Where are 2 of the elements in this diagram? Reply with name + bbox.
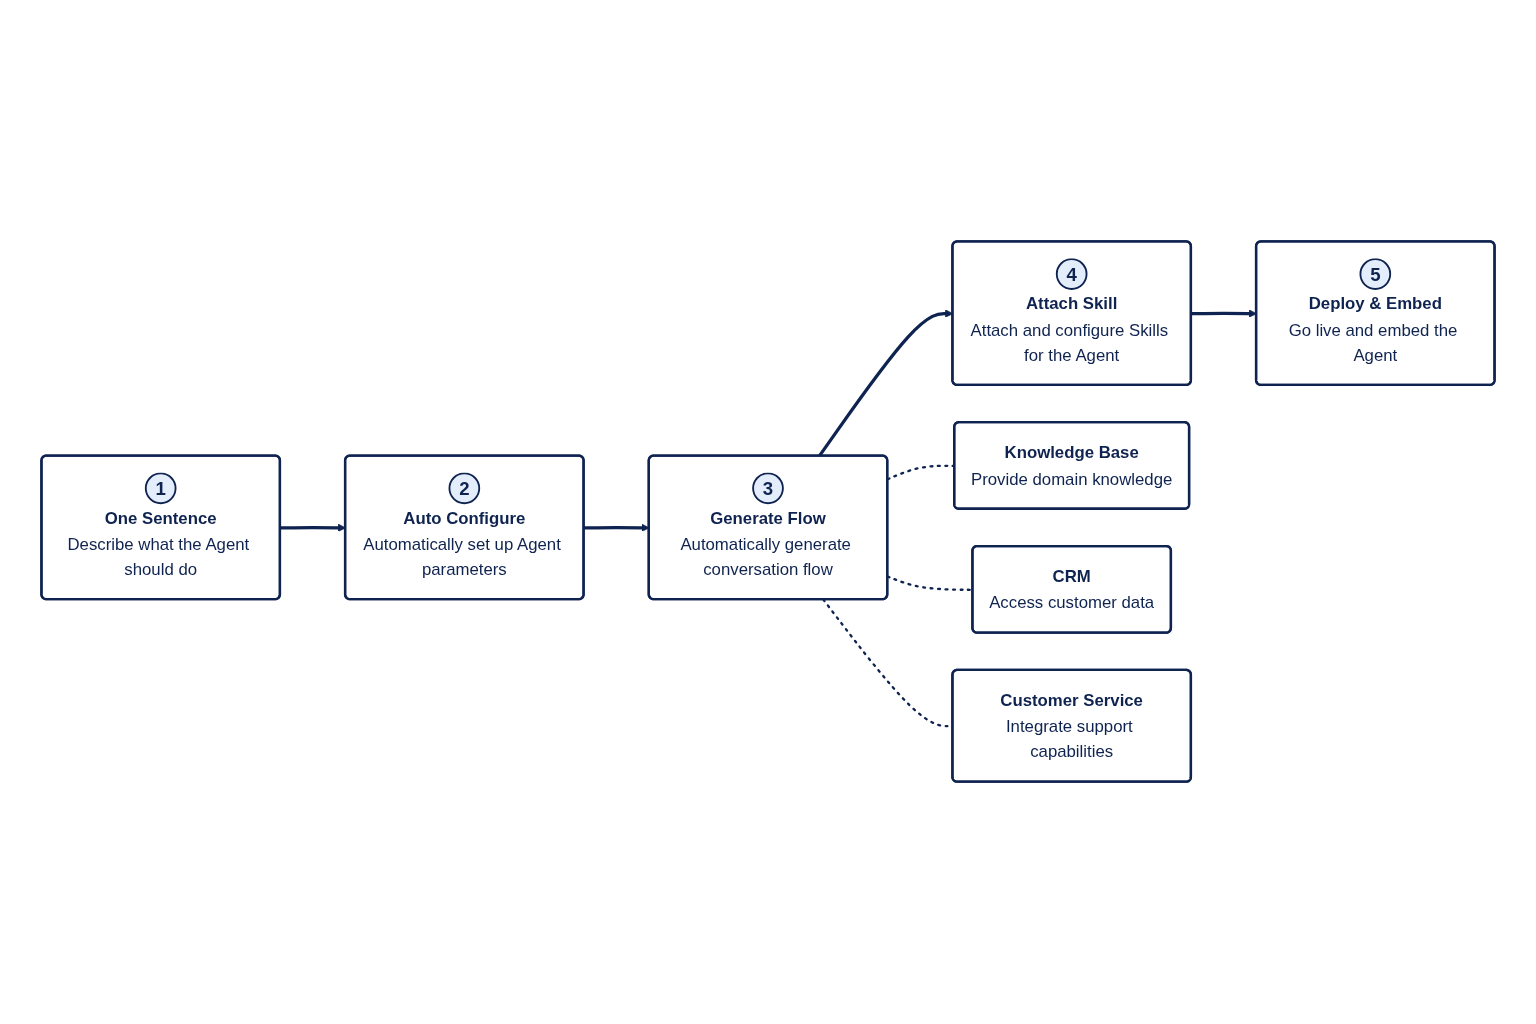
arrow bbox=[1191, 309, 1257, 319]
arrow bbox=[280, 524, 346, 533]
